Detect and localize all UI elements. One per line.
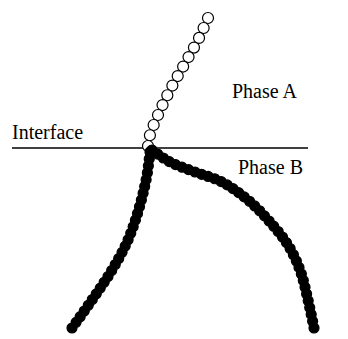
filled-bead — [309, 323, 319, 333]
open-bead — [153, 109, 164, 120]
polymer-chains — [67, 13, 319, 334]
phase-label: Phase B — [238, 156, 303, 178]
filled-bead — [67, 323, 77, 333]
open-bead — [198, 23, 209, 34]
open-bead — [148, 120, 159, 131]
interface-label: Interface — [12, 121, 83, 143]
phase-label: Phase A — [232, 80, 297, 102]
open-bead — [203, 13, 214, 24]
open-bead — [144, 130, 155, 141]
interface-line — [12, 147, 308, 148]
open-bead — [157, 100, 168, 111]
